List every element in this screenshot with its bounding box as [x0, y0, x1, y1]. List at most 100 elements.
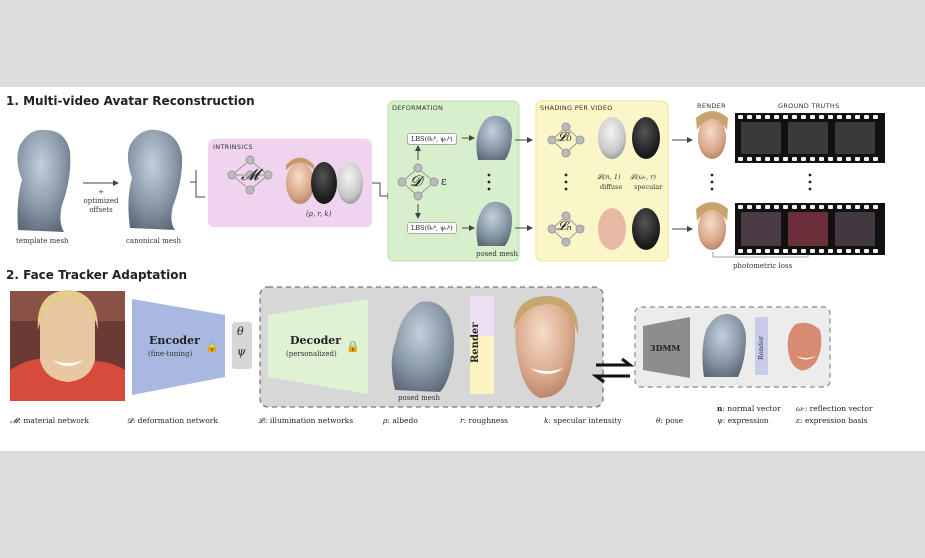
film-hole	[810, 249, 815, 253]
exchange-arrows-icon	[591, 357, 635, 384]
render-header: RENDER	[697, 102, 726, 110]
film-hole	[846, 205, 851, 209]
film-hole	[873, 249, 878, 253]
film-hole	[837, 115, 842, 119]
encoder-sub-label: (fine-tuning)	[148, 350, 193, 358]
film-hole	[801, 115, 806, 119]
decoder-label: Decoder	[290, 334, 342, 347]
film-hole	[837, 205, 842, 209]
film-hole	[873, 157, 878, 161]
posed-mesh-label-2: posed mesh	[398, 394, 441, 402]
lbs-bottom: LBS(θ₀ᵏ, ψ₀ᵏ)	[407, 222, 457, 234]
diffuse-formula: 𝓛ᵢ(n, 1)	[597, 173, 621, 181]
canonical-mesh-label: canonical mesh	[126, 237, 182, 245]
film-hole	[792, 157, 797, 161]
film-hole	[819, 115, 824, 119]
legend-specular-intensity: k: specular intensity	[544, 416, 622, 425]
legend-deformation: 𝓓: deformation network	[127, 416, 218, 425]
specular-head-bottom	[632, 208, 660, 250]
film-hole	[810, 157, 815, 161]
roughness-texture	[311, 162, 337, 204]
film-hole	[792, 249, 797, 253]
film-hole	[783, 157, 788, 161]
3dmm-label: 3DMM	[650, 343, 681, 353]
film-hole	[774, 249, 779, 253]
diffuse-label: diffuse	[600, 183, 623, 191]
film-hole	[765, 249, 770, 253]
section1-title: 1. Multi-video Avatar Reconstruction	[6, 94, 255, 108]
specular-texture	[337, 162, 363, 204]
legend-expression-basis: ε: expression basis	[796, 416, 868, 425]
ground-truth-film-bottom	[735, 203, 885, 255]
film-hole	[792, 205, 797, 209]
film-hole	[738, 115, 743, 119]
film-hole	[846, 249, 851, 253]
film-hole	[747, 249, 752, 253]
render-label: Render	[470, 322, 481, 363]
film-hole	[828, 115, 833, 119]
posed-mesh-head-2	[391, 301, 454, 392]
section2-title: 2. Face Tracker Adaptation	[6, 268, 188, 282]
film-hole	[828, 205, 833, 209]
photometric-loss-label: photometric loss	[733, 262, 793, 270]
posed-head-top	[476, 115, 512, 160]
legend-albedo: ρ: albedo	[383, 416, 418, 425]
film-hole	[828, 157, 833, 161]
film-hole	[855, 205, 860, 209]
input-photo	[10, 290, 125, 401]
film-hole	[855, 157, 860, 161]
film-hole	[846, 157, 851, 161]
albedo-texture	[286, 157, 314, 204]
film-hole	[756, 205, 761, 209]
canonical-mesh-head	[127, 129, 183, 230]
render-small-label: Render	[757, 335, 765, 360]
epsilon-label: ε	[441, 175, 447, 188]
film-hole	[810, 115, 815, 119]
legend-illumination: 𝓛ᵢ: illumination networks	[258, 416, 354, 425]
shading-header: SHADING PER VIDEO	[540, 104, 613, 112]
posed-mesh-label-1: posed mesh	[476, 250, 519, 258]
deformation-symbol: 𝓓	[410, 172, 422, 190]
film-hole	[828, 249, 833, 253]
ln-label: 𝓛ₙ	[557, 219, 572, 234]
specular-head-top	[632, 117, 660, 159]
render-head-bottom	[696, 202, 728, 250]
rendered-face-2	[514, 296, 579, 398]
posed-head-bottom	[476, 201, 512, 246]
material-network-icon	[227, 155, 273, 195]
deformation-header: DEFORMATION	[392, 104, 444, 112]
film-hole	[747, 115, 752, 119]
specular-label: specular	[634, 183, 663, 191]
film-hole	[774, 115, 779, 119]
film-hole	[738, 205, 743, 209]
template-mesh-head	[17, 129, 71, 232]
legend-pose: θ: pose	[656, 416, 684, 425]
film-hole	[837, 157, 842, 161]
decoder-sub-label: (personalized)	[286, 350, 337, 358]
material-symbol: 𝓜	[241, 165, 259, 184]
l0-label: 𝓛₀	[557, 130, 572, 145]
film-hole	[738, 157, 743, 161]
film-hole	[873, 205, 878, 209]
psi-label: ψ	[237, 345, 246, 358]
film-hole	[864, 115, 869, 119]
template-mesh-label: template mesh	[16, 237, 69, 245]
legend-expression: ψ: expression	[717, 416, 769, 425]
film-hole	[765, 157, 770, 161]
ground-truths-header: GROUND TRUTHS	[778, 102, 840, 110]
film-hole	[747, 157, 752, 161]
decoder-shape	[268, 299, 368, 394]
illumination-network-top-icon	[547, 122, 585, 158]
illumination-network-bottom-icon	[547, 211, 585, 247]
film-hole	[864, 157, 869, 161]
film-hole	[774, 205, 779, 209]
film-hole	[837, 249, 842, 253]
encoder-shape	[132, 299, 225, 395]
film-hole	[801, 249, 806, 253]
legend-reflection: ωᵣ: reflection vector	[796, 404, 873, 413]
film-hole	[819, 205, 824, 209]
lbs-top: LBS(θ₀ᵏ, ψ₀ᵏ)	[407, 133, 457, 145]
diffuse-head-top	[598, 117, 626, 159]
theta-label: θ	[237, 325, 244, 338]
